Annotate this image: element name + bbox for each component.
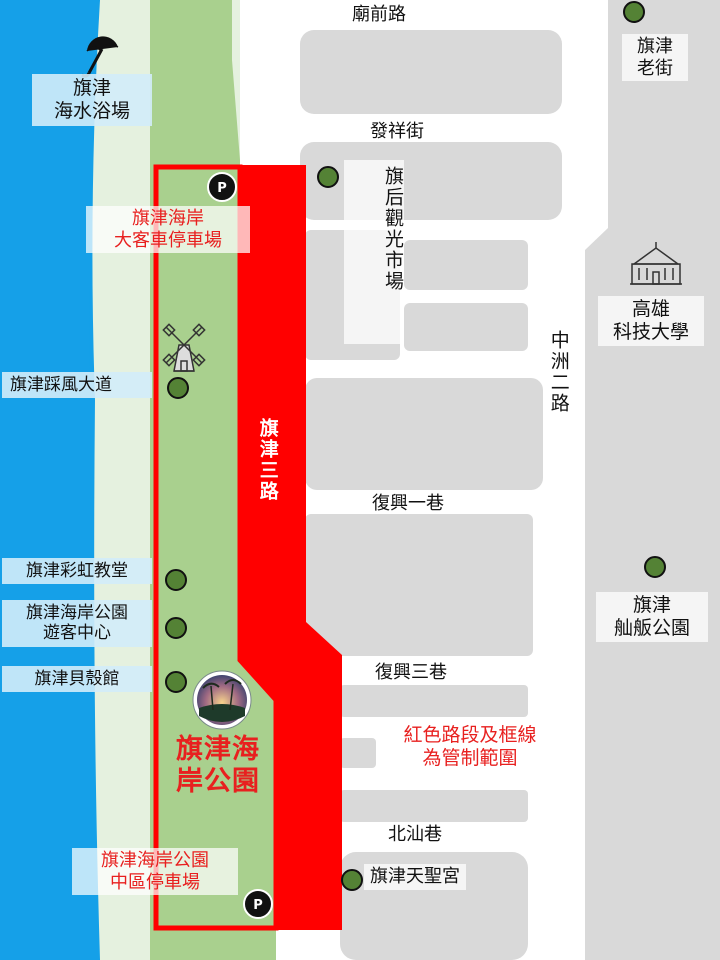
control-road-qijin3: [238, 165, 342, 930]
poi-dot-icon: [341, 869, 363, 891]
control-zone: [153, 164, 342, 931]
road-label-miaoqian: 廟前路: [352, 4, 406, 25]
umbrella-icon: [81, 36, 119, 78]
label-wind-trail: 旗津踩風大道: [2, 372, 152, 399]
label-bus-parking: 旗津海岸 大客車停車場: [86, 206, 250, 254]
park-photo-icon: [192, 670, 252, 730]
poi-dot-icon: [165, 569, 187, 591]
label-old-street: 旗津 老街: [622, 34, 688, 82]
label-market: 旗后觀光市場: [344, 160, 404, 344]
block-5: [404, 303, 528, 351]
block-6: [305, 378, 543, 490]
road-label-fuxing1: 復興一巷: [372, 493, 444, 514]
block-2: [300, 142, 562, 220]
poi-dot-icon: [644, 556, 666, 578]
block-9: [340, 738, 376, 768]
label-sampan-park: 旗津 舢舨公園: [596, 592, 708, 642]
control-boundary: [153, 164, 279, 931]
label-beach: 旗津 海水浴場: [32, 74, 152, 126]
block-10: [340, 790, 528, 822]
parking-icon-letter: P: [217, 181, 227, 196]
city-blocks: [300, 0, 720, 960]
road-label-fuxing3: 復興三巷: [375, 662, 447, 683]
label-univ: 高雄 科技大學: [598, 296, 704, 346]
poi-dot-icon: [623, 1, 645, 23]
poi-dot-icon: [167, 377, 189, 399]
label-visitor-center: 旗津海岸公園 遊客中心: [2, 600, 152, 647]
sea-shoreline: [0, 0, 100, 960]
label-notice: 紅色路段及框線 為管制範圍: [378, 722, 562, 772]
road-label-qijin3: 旗津三路: [256, 418, 279, 502]
label-mid-parking: 旗津海岸公園 中區停車場: [72, 848, 238, 896]
block-east: [585, 0, 720, 960]
block-4: [404, 240, 528, 290]
block-1: [300, 30, 562, 114]
road-label-faxiang: 發祥街: [370, 121, 424, 142]
poi-dot-icon: [165, 671, 187, 693]
parking-icon-letter: P: [253, 898, 263, 913]
parking-icon: P: [207, 172, 237, 202]
label-tianhou-temple: 旗津天聖宮: [364, 864, 466, 890]
poi-dot-icon: [165, 617, 187, 639]
poi-dot-icon: [317, 166, 339, 188]
university-building-icon: [630, 242, 682, 285]
block-8: [340, 685, 528, 717]
poi-dots: [165, 1, 666, 891]
label-shell-museum: 旗津貝殼館: [2, 666, 152, 693]
parking-icon: P: [243, 889, 273, 919]
block-7: [305, 514, 533, 656]
windmill-icon: [162, 323, 206, 372]
road-label-zhongzhou2: 中洲二路: [547, 330, 570, 414]
road-label-beishan: 北汕巷: [388, 824, 442, 845]
label-park-title: 旗津海 岸公園: [176, 734, 260, 798]
label-rainbow-church: 旗津彩虹教堂: [2, 558, 152, 585]
